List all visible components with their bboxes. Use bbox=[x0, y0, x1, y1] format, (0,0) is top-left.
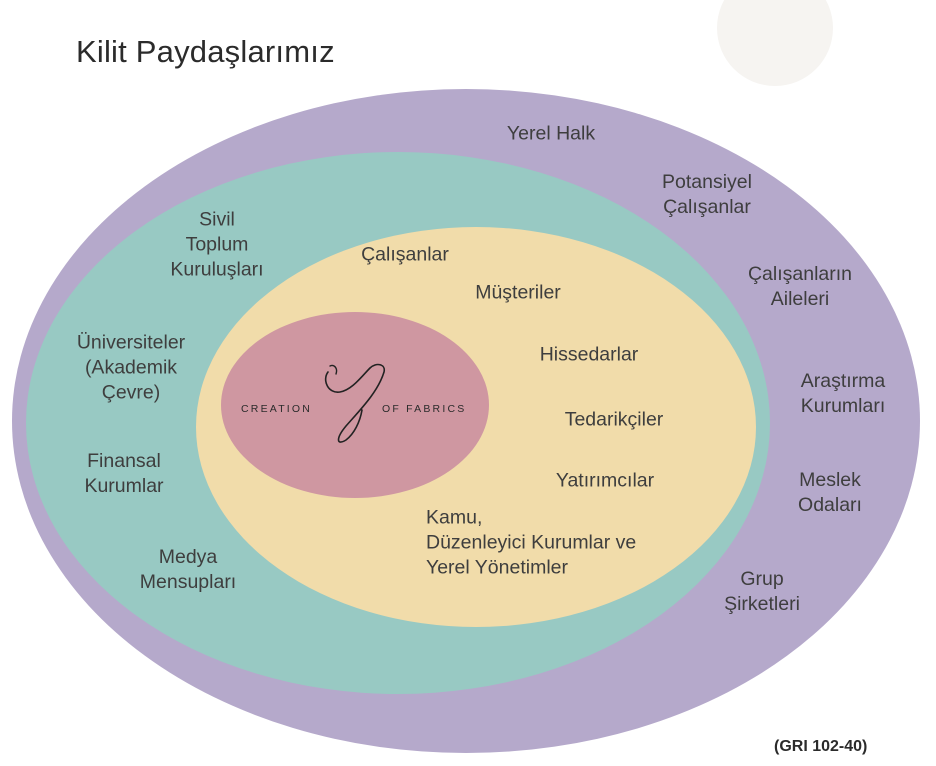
inner-label-calisanlar: Çalışanlar bbox=[361, 243, 449, 266]
inner-label-yatirimcilar: Yatırımcılar bbox=[555, 469, 655, 492]
middle-label-medya-mensuplari: Medya Mensupları bbox=[139, 546, 237, 593]
middle-label-stk: Sivil Toplum Kuruluşları bbox=[170, 208, 264, 281]
outer-label-yerel-halk: Yerel Halk bbox=[506, 122, 596, 145]
middle-label-finansal-kurumlar: Finansal Kurumlar bbox=[84, 450, 164, 497]
page-title: Kilit Paydaşlarımız bbox=[76, 34, 335, 69]
decorative-circle bbox=[717, 0, 833, 86]
inner-label-kamu: Kamu, Düzenleyici Kurumlar ve Yerel Yöne… bbox=[426, 506, 637, 579]
outer-label-calisanlarin-aileleri: Çalışanların Aileleri bbox=[747, 263, 853, 310]
outer-label-meslek-odalari: Meslek Odaları bbox=[798, 469, 862, 516]
middle-label-universiteler: Üniversiteler (Akademik Çevre) bbox=[76, 331, 186, 404]
outer-label-potansiyel-calisanlar: Potansiyel Çalışanlar bbox=[662, 171, 752, 218]
outer-label-grup-sirketleri: Grup Şirketleri bbox=[724, 568, 800, 615]
logo-monogram-icon bbox=[324, 363, 386, 443]
inner-label-tedarikciler: Tedarikçiler bbox=[564, 408, 664, 431]
outer-label-arastirma-kurumlari: Araştırma Kurumları bbox=[800, 370, 886, 417]
core-circle bbox=[221, 312, 489, 498]
inner-label-hissedarlar: Hissedarlar bbox=[539, 343, 639, 366]
logo-text-left: CREATION bbox=[241, 403, 313, 415]
gri-reference: (GRI 102-40) bbox=[774, 738, 868, 755]
logo-text-right: OF FABRICS bbox=[382, 403, 467, 415]
inner-label-musteriler: Müşteriler bbox=[475, 281, 561, 304]
